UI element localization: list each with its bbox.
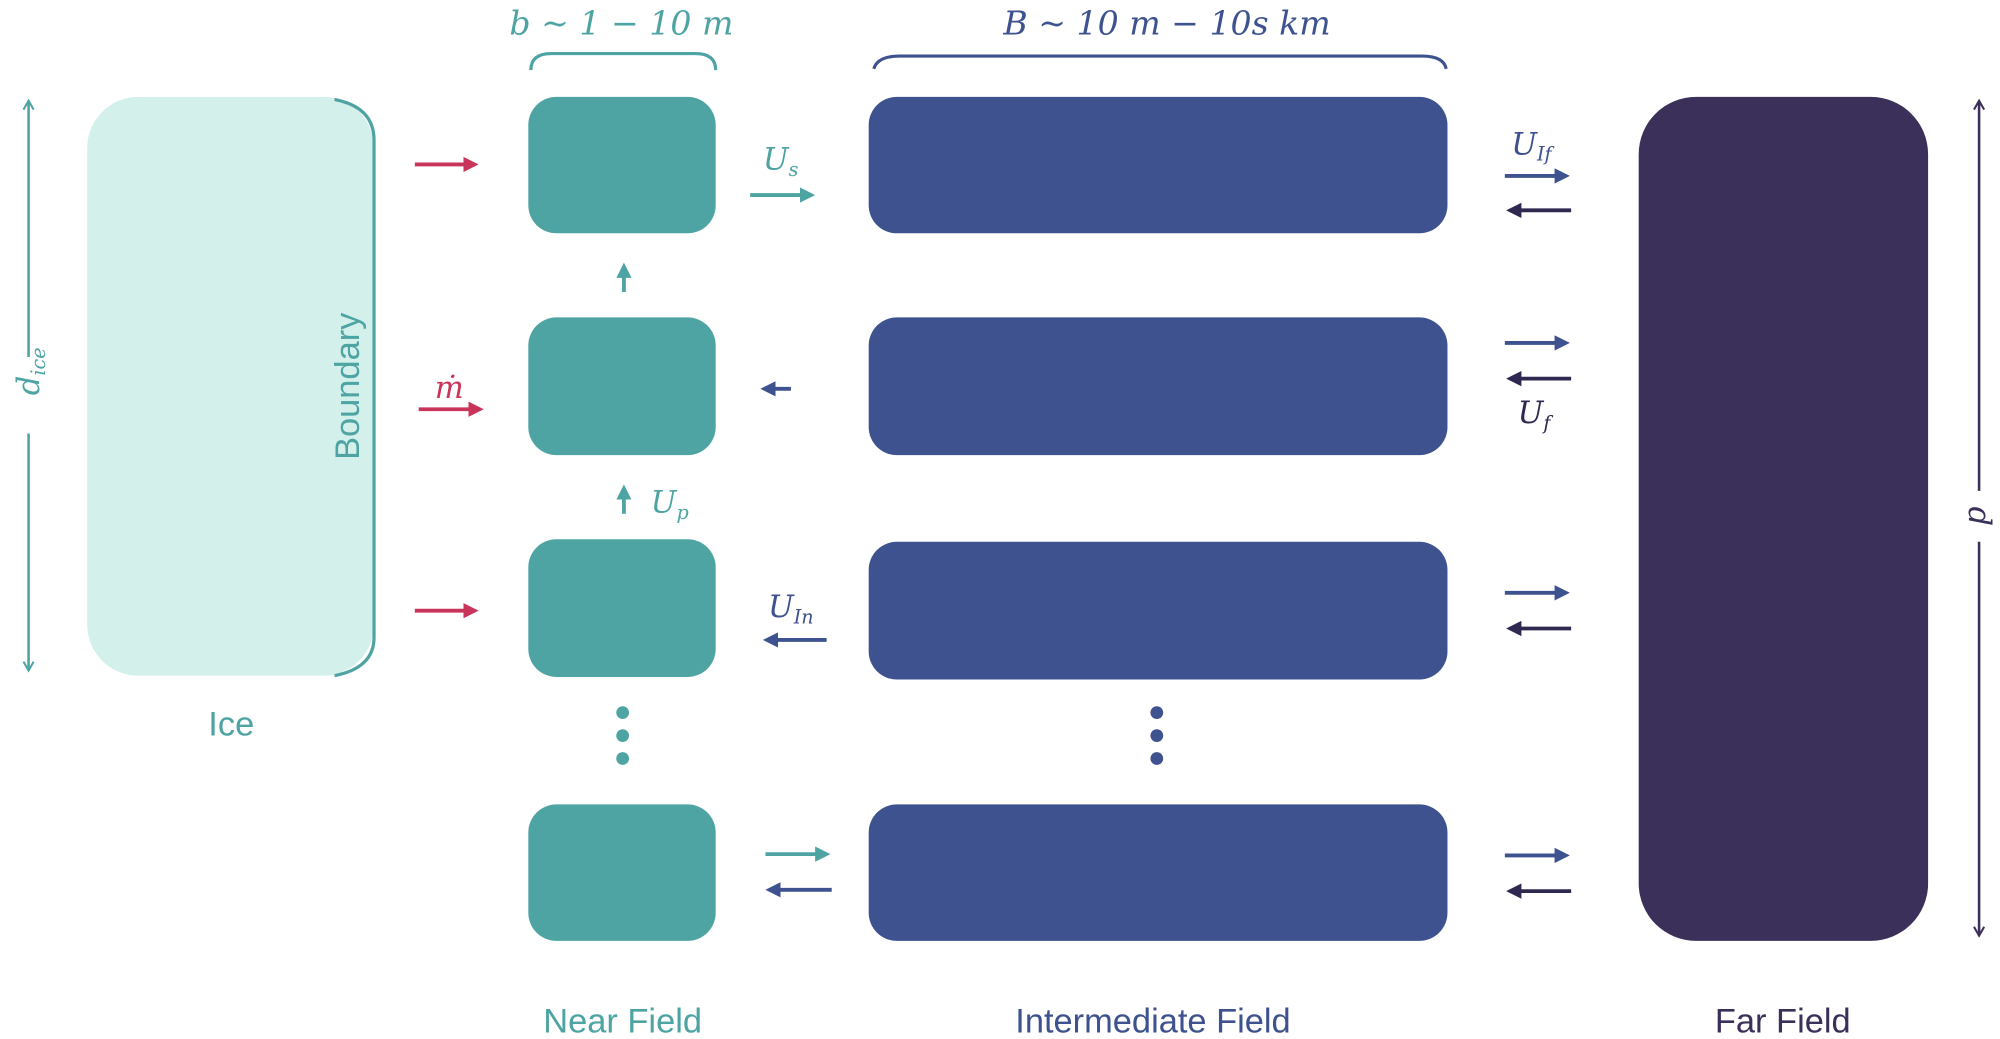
u-in-label: UIn: [768, 590, 814, 628]
u-if-label: UIf: [1511, 127, 1554, 165]
near-field-box-2: [528, 317, 716, 456]
ice-label: Ice: [208, 706, 254, 744]
intermediate-box-2: [868, 317, 1448, 456]
boundary-bracket: [334, 97, 376, 678]
near-field-box-3: [528, 539, 716, 677]
intermediate-box-3: [868, 541, 1448, 680]
intermediate-box-1: [868, 96, 1448, 234]
near-field-box-4: [528, 804, 716, 941]
near-field-ellipsis: [616, 706, 630, 765]
boundary-label: Boundary: [329, 312, 367, 460]
exchange-arrows: [1504, 168, 1572, 899]
intermediate-box-4: [868, 804, 1448, 941]
intermediate-scale-label: B ~ 10 m − 10s km: [1002, 3, 1330, 42]
far-field-label: Far Field: [1715, 1003, 1851, 1039]
near-field-label: Near Field: [543, 1003, 702, 1039]
u-f-label: Uf: [1518, 396, 1554, 434]
far-field-block: [1638, 96, 1929, 941]
u-p-label: Up: [651, 485, 689, 523]
depth-label: d: [1961, 507, 1996, 527]
near-field-box-1: [528, 96, 716, 234]
u-s-label: Us: [763, 143, 799, 181]
near-field-brace: [529, 51, 718, 71]
intermediate-brace: [872, 54, 1448, 70]
intermediate-ellipsis: [1150, 706, 1164, 765]
melt-rate-label: ṁ: [435, 371, 464, 406]
d-ice-label: dice: [12, 347, 50, 395]
ice-block: [87, 96, 375, 676]
near-field-scale-label: b ~ 1 − 10 m: [509, 3, 733, 42]
intermediate-field-label: Intermediate Field: [1015, 1003, 1290, 1039]
